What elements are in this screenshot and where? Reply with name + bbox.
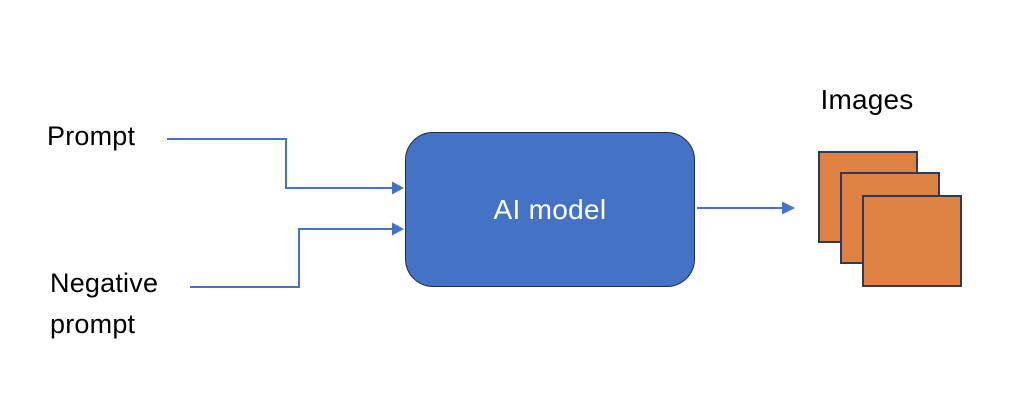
image-square-front-icon — [862, 195, 962, 287]
input-label-negative-prompt: Negative prompt — [50, 268, 159, 339]
negative-prompt-arrow — [190, 222, 404, 288]
output-arrow — [697, 201, 795, 215]
output-label-images: Images — [820, 84, 914, 115]
input-label-prompt: Prompt — [47, 121, 136, 151]
ai-model-label: AI model — [493, 193, 607, 225]
output-arrowhead-icon — [782, 201, 795, 215]
ai-model-box: AI model — [405, 132, 695, 287]
negative-prompt-arrowhead-icon — [392, 222, 404, 236]
prompt-arrow — [167, 138, 404, 195]
prompt-arrowhead-icon — [392, 181, 404, 195]
